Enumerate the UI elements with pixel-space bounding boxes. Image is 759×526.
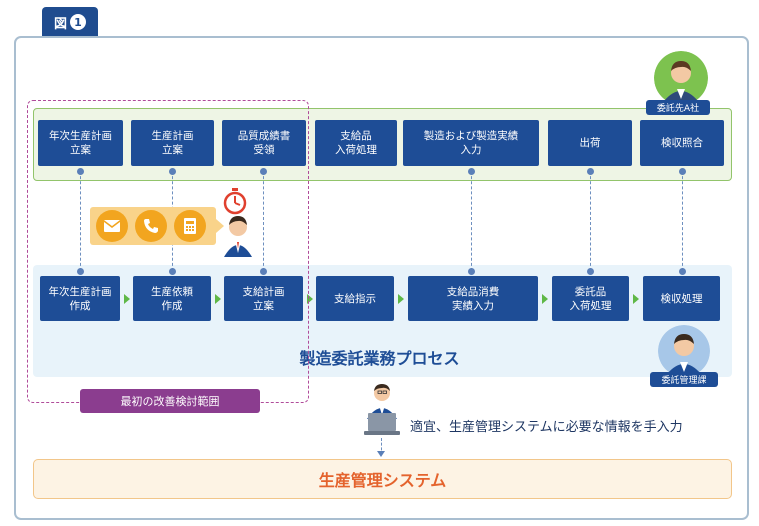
top-step-5: 製造および製造実績 入力: [403, 120, 539, 166]
flow-arrow: [215, 294, 221, 304]
contractor-avatar-icon: [654, 51, 708, 105]
top-step-3: 品質成績書 受領: [222, 120, 306, 166]
connector-dot: [587, 268, 594, 275]
connector-dot: [169, 168, 176, 175]
flow-arrow: [307, 294, 313, 304]
connector-line: [263, 171, 264, 271]
flow-arrow: [124, 294, 130, 304]
connector-dot: [679, 268, 686, 275]
figure-number: 1: [70, 14, 86, 30]
bottom-step-5: 支給品消費 実績入力: [408, 276, 538, 321]
flow-arrow: [398, 294, 404, 304]
bottom-step-2: 生産依頼 作成: [133, 276, 211, 321]
email-icon: [96, 210, 128, 242]
stopwatch-icon: [223, 188, 247, 215]
bottom-step-3: 支給計画 立案: [224, 276, 303, 321]
connector-dot: [77, 168, 84, 175]
top-step-1: 年次生産計画 立案: [38, 120, 123, 166]
department-badge: 委託管理課: [650, 372, 718, 387]
connector-dot: [468, 268, 475, 275]
down-arrow-icon: [377, 451, 385, 457]
process-title: 製造委託業務プロセス: [299, 349, 460, 368]
bottom-step-7: 検収処理: [643, 276, 720, 321]
top-step-7: 検収照合: [640, 120, 724, 166]
top-step-6: 出荷: [548, 120, 632, 166]
production-system: 生産管理システム: [33, 459, 732, 499]
top-step-4: 支給品 入荷処理: [315, 120, 397, 166]
connector-line: [471, 171, 472, 271]
bottom-step-6: 委託品 入荷処理: [552, 276, 629, 321]
department-avatar-icon: [658, 325, 710, 377]
scope-label: 最初の改善検討範囲: [80, 389, 260, 413]
connector-dot: [260, 168, 267, 175]
top-step-2: 生産計画 立案: [131, 120, 214, 166]
laptop-icon: [364, 384, 400, 435]
flow-arrow: [633, 294, 639, 304]
bottom-step-1: 年次生産計画 作成: [40, 276, 120, 321]
improvement-scope: [27, 100, 309, 403]
connector-line: [381, 438, 382, 455]
connector-dot: [468, 168, 475, 175]
connector-dot: [260, 268, 267, 275]
connector-dot: [77, 268, 84, 275]
connector-dot: [169, 268, 176, 275]
phone-icon: [135, 210, 167, 242]
connector-line: [590, 171, 591, 271]
connector-line: [80, 171, 81, 271]
manual-entry-note: 適宜、生産管理システムに必要な情報を手入力: [410, 420, 683, 435]
bottom-step-4: 支給指示: [316, 276, 394, 321]
contractor-badge: 委託先A社: [646, 100, 710, 115]
flow-arrow: [542, 294, 548, 304]
connector-dot: [679, 168, 686, 175]
communication-arrow: [216, 219, 224, 233]
figure-tab: 図 1: [42, 7, 98, 37]
connector-line: [682, 171, 683, 271]
person-icon: [224, 216, 252, 257]
fax-icon: [174, 210, 206, 242]
connector-dot: [587, 168, 594, 175]
figure-label: 図: [53, 16, 67, 32]
